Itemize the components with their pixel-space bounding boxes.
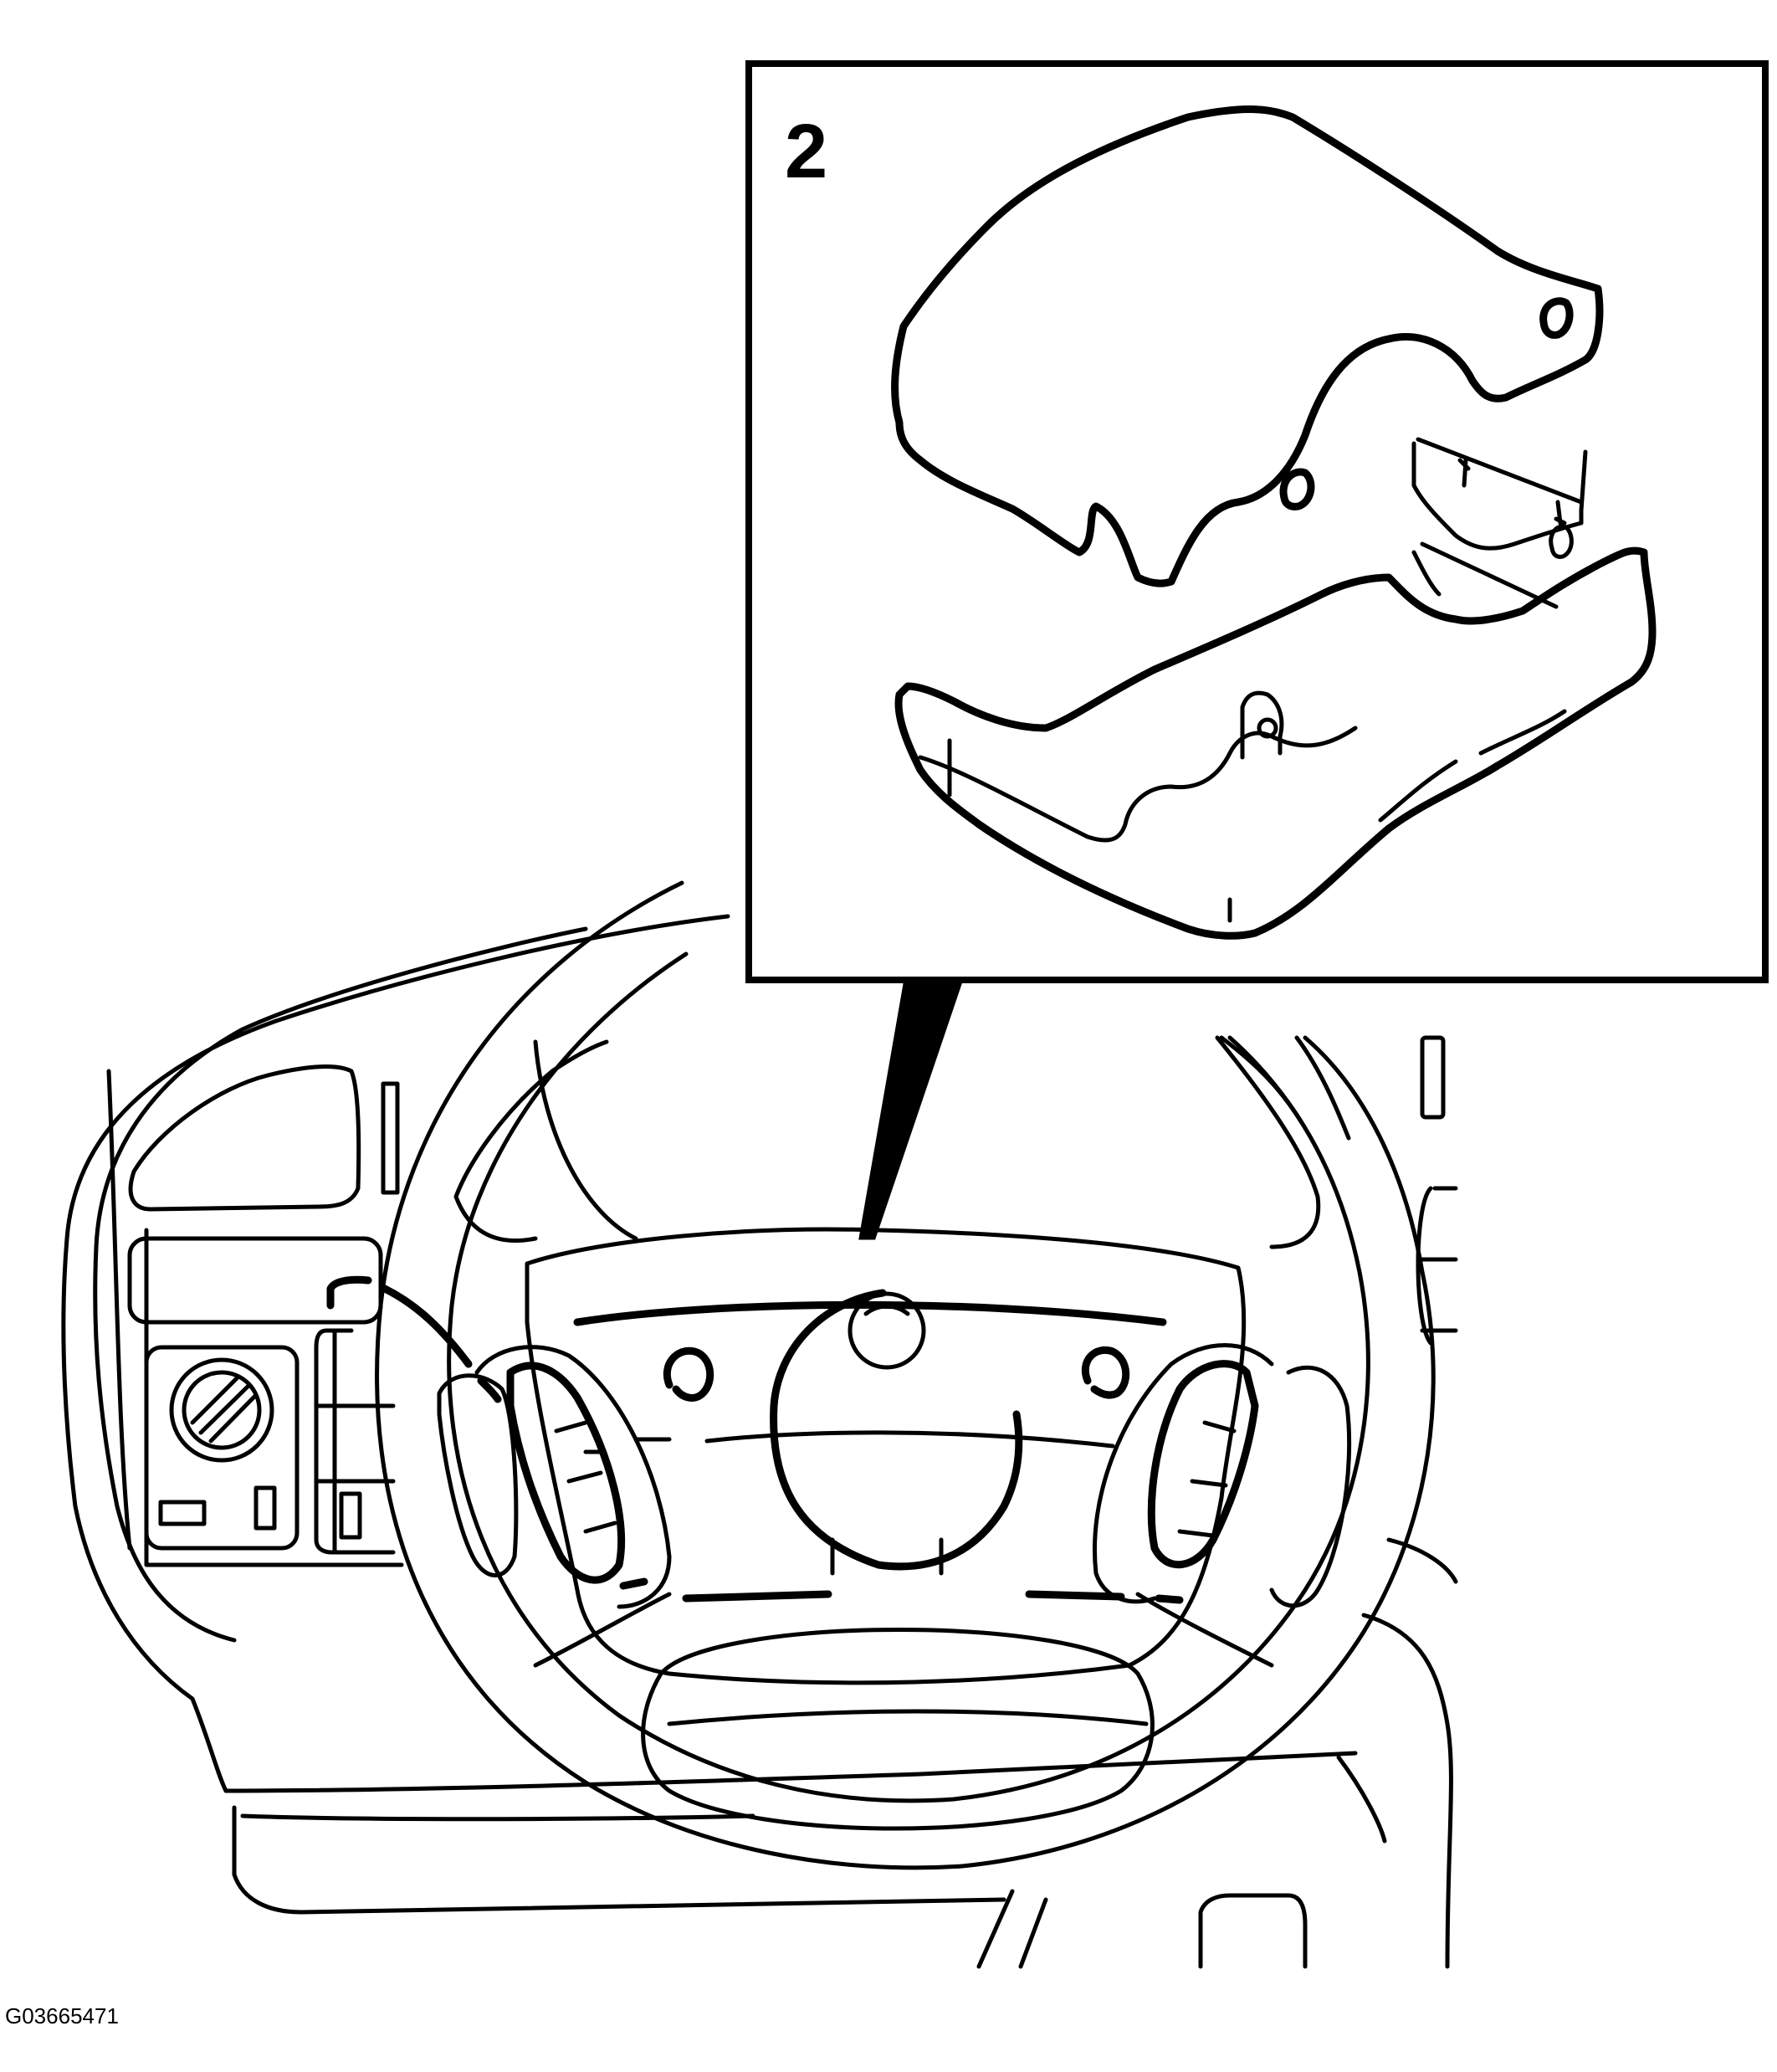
- knob-ridges: [190, 1374, 258, 1444]
- right-dash-line: [1416, 1186, 1458, 1346]
- hub-emblem-top: [863, 1304, 910, 1316]
- lower-cover-back: [1411, 437, 1584, 609]
- right-console: [1361, 1537, 1458, 1969]
- display-slot: [127, 1236, 383, 1325]
- light-switch-knob-outer: [169, 1357, 274, 1463]
- wheel-hub: [525, 1227, 1247, 1685]
- console-front: [976, 1755, 1387, 1969]
- hub-bolt-left: [663, 1346, 714, 1402]
- hub-lower-ticks: [830, 1537, 944, 1576]
- callout-number: 2: [785, 109, 827, 194]
- left-button-pad: [506, 1362, 625, 1584]
- wheel-upper-spoke-right: [1215, 1035, 1351, 1249]
- wheel-bottom-oval-outer: [641, 1628, 1155, 1831]
- dashboard-panel: [61, 914, 1458, 1969]
- wheel-rim-top-right: [1219, 1035, 1303, 1124]
- lower-cover-tab-hole: [1257, 717, 1278, 739]
- hub-centerline: [583, 1430, 1115, 1454]
- wheel-upper-spoke-left: [453, 1039, 638, 1244]
- light-switch-knob-inner: [182, 1370, 262, 1450]
- right-button-pad: [1147, 1360, 1259, 1569]
- hub-top-bar: [573, 1300, 1167, 1326]
- upper-cover-hole-b: [1279, 468, 1315, 510]
- detail-callout-box: 2: [745, 60, 1769, 983]
- second-switch-rows: [315, 1328, 396, 1555]
- dash-fascia: [240, 1813, 755, 1822]
- switch-panel-frame: [106, 1069, 404, 1567]
- lower-cover-tab: [1240, 690, 1284, 760]
- upper-cover-outline: [891, 105, 1604, 587]
- dash-lower-edge: [223, 1751, 1358, 1793]
- wheel-bottom-oval-inner: [667, 1709, 1149, 1726]
- lower-cover-floor: [1378, 709, 1567, 823]
- wheel-rim-outer: [375, 880, 1436, 1870]
- steering-column-cover-lower: [894, 437, 1657, 940]
- right-button-pad-frame: [1092, 1343, 1274, 1604]
- vent-slot: [381, 1081, 400, 1195]
- left-stalk-switch: [437, 1373, 519, 1577]
- hub-horn-ring: [770, 1289, 1023, 1571]
- figure-id-label: G03665471: [5, 2003, 119, 2028]
- right-button-lines: [1177, 1420, 1237, 1538]
- second-switch-indicator: [339, 1491, 362, 1540]
- callout-frame: [745, 60, 1769, 983]
- hub-bolt-right: [1081, 1346, 1130, 1399]
- lower-cover-clip: [1549, 524, 1574, 559]
- lower-cover-small-marks: [947, 458, 1567, 923]
- right-stalk-switch: [1269, 1365, 1352, 1608]
- wheel-lower-spokes: [533, 1592, 1274, 1668]
- steering-wheel: [375, 880, 1436, 1870]
- upper-cover-hole-a: [1539, 297, 1574, 339]
- wheel-rim-inner: [447, 951, 1370, 1803]
- left-vent: [128, 1064, 361, 1212]
- hub-emblem: [848, 1291, 926, 1370]
- dash-outer-top: [61, 914, 730, 1793]
- pedal-box: [1198, 1893, 1308, 1969]
- lower-cover-outline: [894, 546, 1657, 940]
- second-switch-module: [314, 1328, 396, 1555]
- steering-column-cover-upper: [891, 105, 1604, 587]
- callout-pointer: [858, 977, 965, 1240]
- left-button-pad-frame: [474, 1345, 672, 1609]
- hub-lower-bar: [619, 1577, 1184, 1604]
- switch-indicator-b: [253, 1485, 277, 1531]
- dash-lower-edge-2: [232, 1805, 1006, 1915]
- right-indicator-slot: [1420, 1035, 1446, 1120]
- stalk-tip: [326, 1275, 372, 1310]
- light-switch-module: [144, 1345, 300, 1551]
- switch-indicator-a: [158, 1500, 207, 1526]
- left-button-lines: [554, 1420, 617, 1534]
- gauge-arc: [381, 1285, 502, 1403]
